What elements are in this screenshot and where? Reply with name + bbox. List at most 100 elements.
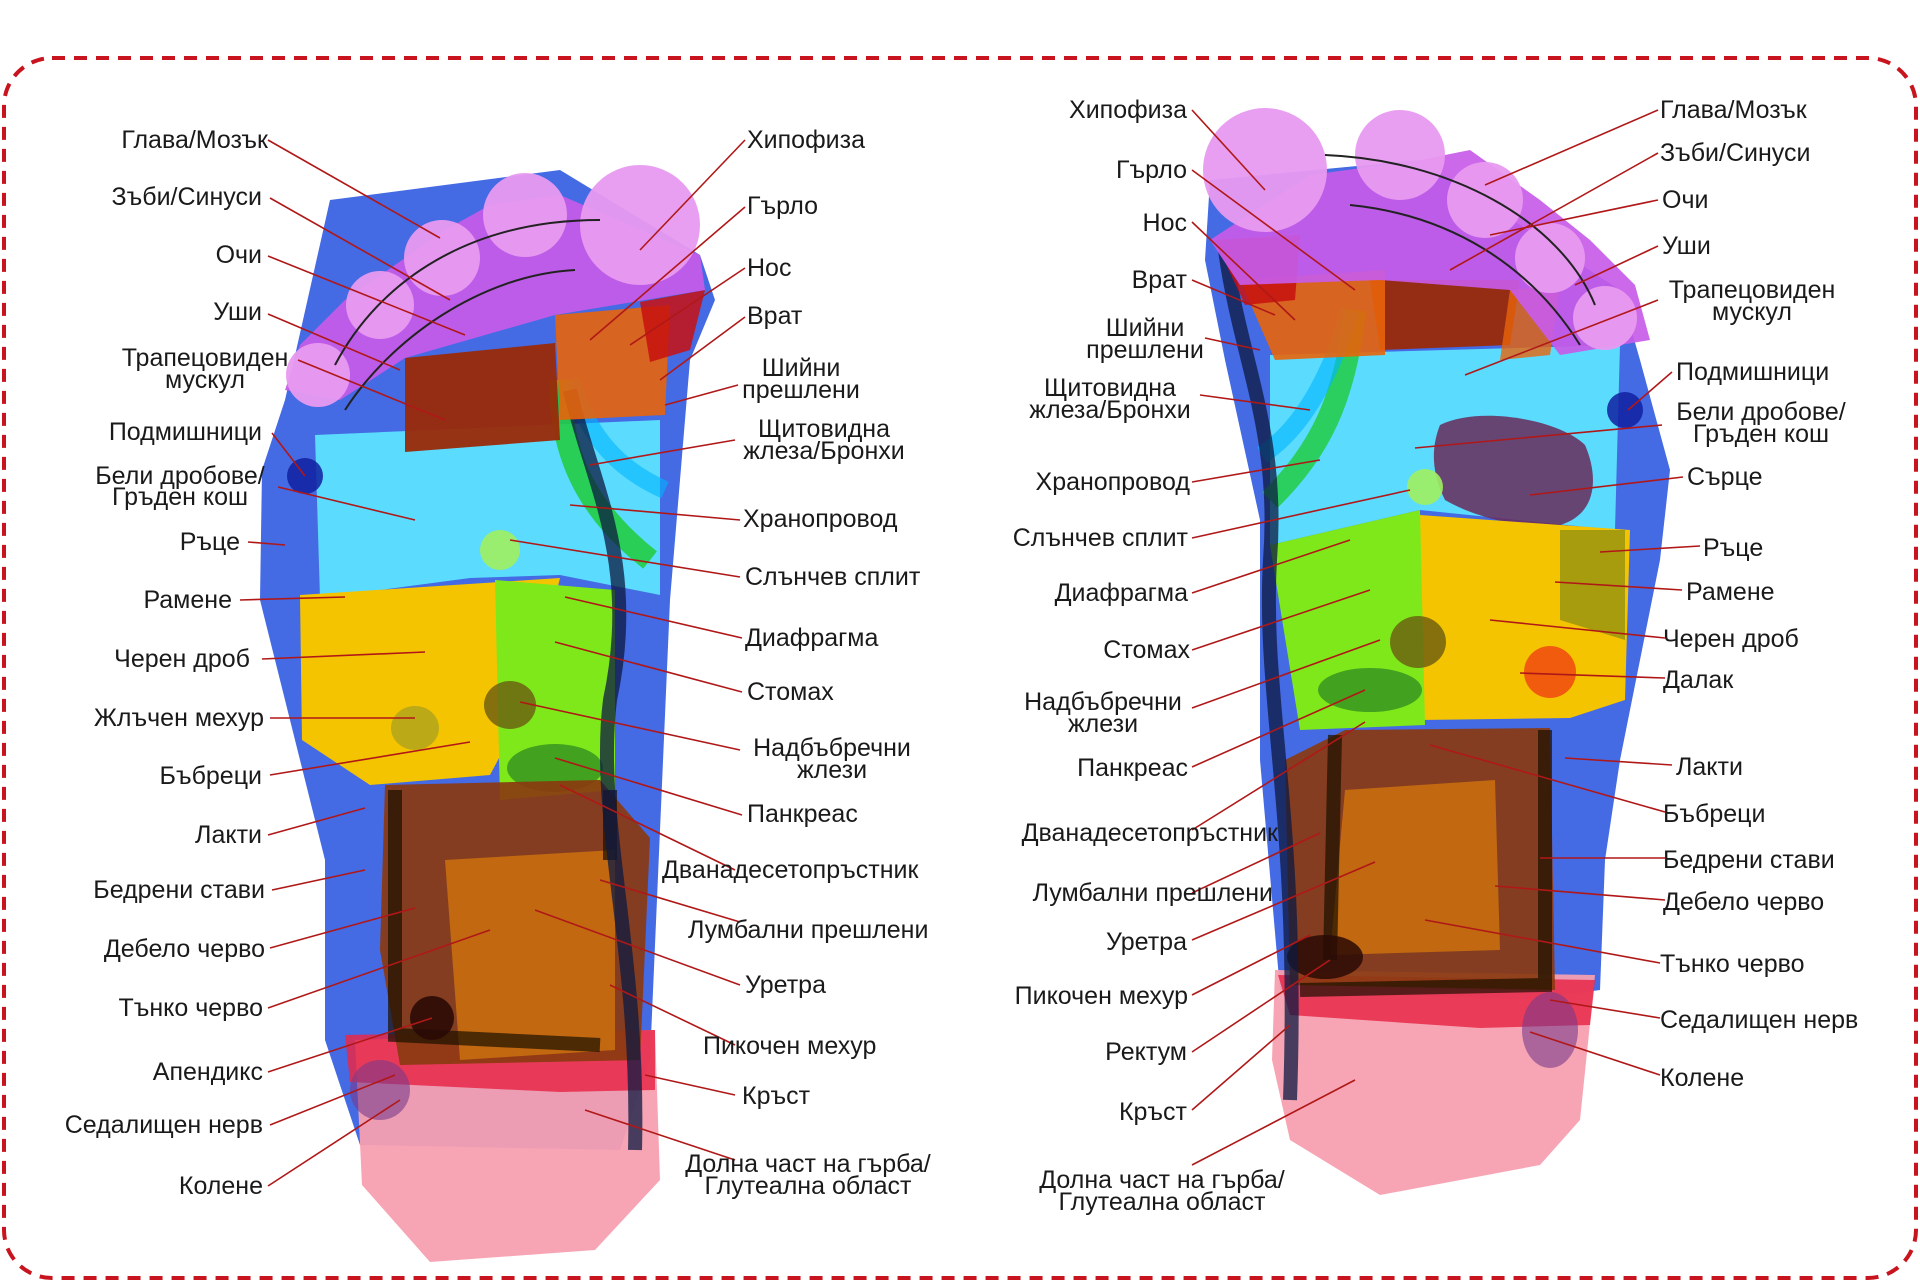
label-r-shiyni-2: прешлени <box>1086 336 1204 364</box>
right-toe-4 <box>1515 223 1585 293</box>
label-r-rektum: Ректум <box>1105 1038 1187 1066</box>
label-lakti: Лакти <box>195 821 262 849</box>
label-r-cheren-drob: Черен дроб <box>1663 625 1799 653</box>
label-shiyni-1: Шийни <box>762 354 841 382</box>
left-arrow-arc-2 <box>344 269 576 411</box>
label-debelo-chervo: Дебело черво <box>104 935 265 963</box>
label-podmishnitsi: Подмишници <box>109 418 262 446</box>
label-nadbabrechni-1: Надбъбречни <box>753 734 911 762</box>
left-solar-plexus-spot <box>480 530 520 570</box>
leader <box>1414 424 1663 449</box>
dashed-frame <box>2 56 1918 1280</box>
left-big-toe <box>580 165 700 285</box>
leader <box>297 359 446 421</box>
label-zhalchen-mehur: Жлъчен мехур <box>94 704 264 732</box>
right-sciatic-spot <box>1522 992 1578 1068</box>
label-r-ochi: Очи <box>1662 186 1708 214</box>
left-neck-zone <box>405 343 560 452</box>
label-r-ramene: Рамене <box>1686 578 1775 606</box>
label-r-podmishnitsi: Подмишници <box>1676 358 1829 386</box>
label-r-nadbabrechni-2: жлези <box>1068 710 1138 738</box>
label-vrat: Врат <box>747 302 803 330</box>
label-pikochen-mehur: Пикочен мехур <box>703 1032 876 1060</box>
label-r-ratse: Ръце <box>1703 534 1763 562</box>
leader <box>534 909 741 986</box>
label-r-bobretsi: Бъбреци <box>1663 800 1765 828</box>
label-trapets-1: Трапецовиден <box>122 344 289 372</box>
left-liver-zone <box>300 578 560 785</box>
leader <box>1464 299 1659 376</box>
right-small-intestine <box>1330 780 1500 955</box>
leader <box>609 984 736 1046</box>
leader <box>599 879 741 923</box>
leader <box>239 596 346 601</box>
label-dolna-1: Долна част на гърба/ <box>685 1150 931 1178</box>
label-r-lumbalni: Лумбални прешлени <box>1033 879 1273 907</box>
right-spleen-spot <box>1524 646 1576 698</box>
label-glava-mozak: Глава/Мозък <box>121 126 269 154</box>
leader <box>1191 1024 1291 1111</box>
right-solar-plexus-spot <box>1407 469 1443 505</box>
leader <box>554 641 743 693</box>
leader <box>1191 689 1366 768</box>
label-r-hipofiza: Хипофиза <box>1069 96 1187 124</box>
label-r-sedalishten-nerv: Седалищен нерв <box>1660 1006 1858 1034</box>
right-adrenal-spot <box>1390 616 1446 668</box>
left-foot <box>260 165 715 1262</box>
label-tanko-chervo: Тънко черво <box>118 994 263 1022</box>
right-toes-band <box>1210 150 1650 355</box>
left-arrow-arc-1 <box>334 219 601 366</box>
right-toe-3 <box>1447 162 1523 238</box>
leader <box>1529 1031 1661 1076</box>
label-ramene: Рамене <box>143 586 232 614</box>
leader <box>1191 589 1371 651</box>
label-r-diafragma: Диафрагма <box>1055 579 1188 607</box>
leader <box>1549 999 1661 1019</box>
label-dvanadeseto: Дванадесетопръстник <box>662 856 919 884</box>
leader <box>267 1099 401 1187</box>
leader <box>644 1074 736 1096</box>
leader <box>267 807 366 836</box>
label-r-hranoprovod: Хранопровод <box>1036 468 1191 496</box>
leader <box>267 929 491 1009</box>
leader <box>564 596 743 639</box>
leader <box>1627 371 1673 411</box>
label-hranoprovod: Хранопровод <box>743 505 898 533</box>
label-r-shtitovidna-1: Щитовидна <box>1044 374 1176 402</box>
label-bobretsi: Бъбреци <box>160 762 262 790</box>
leader <box>267 1017 433 1073</box>
label-slanchev-split: Слънчев сплит <box>745 563 921 591</box>
leader <box>1519 672 1666 679</box>
label-r-nos: Нос <box>1143 209 1187 237</box>
left-foot-left-labels: Глава/Мозък Зъби/Синуси Очи Уши Трапецов… <box>65 126 289 1200</box>
label-r-pikochen-mehur: Пикочен мехур <box>1015 982 1188 1010</box>
leader <box>519 701 741 751</box>
left-toe-2 <box>483 173 567 257</box>
leader <box>664 384 739 406</box>
leader <box>1191 934 1311 996</box>
leader <box>1429 744 1666 813</box>
left-foot-right-labels: Хипофиза Гърло Нос Врат Шийни прешлени Щ… <box>662 126 931 1200</box>
left-small-intestine <box>445 850 615 1060</box>
label-r-sartse: Сърце <box>1687 463 1763 491</box>
label-r-beli-drobove-1: Бели дробове/ <box>1676 398 1846 426</box>
label-r-debelo-chervo: Дебело черво <box>1663 888 1824 916</box>
right-foot-right-labels: Глава/Мозък Зъби/Синуси Очи Уши Трапецов… <box>1660 96 1858 1092</box>
leader <box>1191 539 1351 594</box>
label-r-kolene: Колене <box>1660 1064 1744 1092</box>
left-pancreas-spot <box>507 744 603 792</box>
label-ochi: Очи <box>216 241 262 269</box>
leader <box>1484 109 1659 186</box>
left-spine <box>563 388 643 1151</box>
label-r-beli-drobove-2: Гръден кош <box>1693 420 1829 448</box>
label-krast: Кръст <box>742 1082 811 1110</box>
label-stomah: Стомах <box>747 678 834 706</box>
leader <box>1204 337 1261 351</box>
label-uretra: Уретра <box>745 971 826 999</box>
label-zabi-sinusi: Зъби/Синуси <box>112 183 262 211</box>
label-r-glava-mozak: Глава/Мозък <box>1660 96 1808 124</box>
leader <box>569 504 741 521</box>
left-leader-lines <box>239 139 746 1187</box>
label-r-stomah: Стомах <box>1103 636 1190 664</box>
leader <box>1191 861 1376 941</box>
